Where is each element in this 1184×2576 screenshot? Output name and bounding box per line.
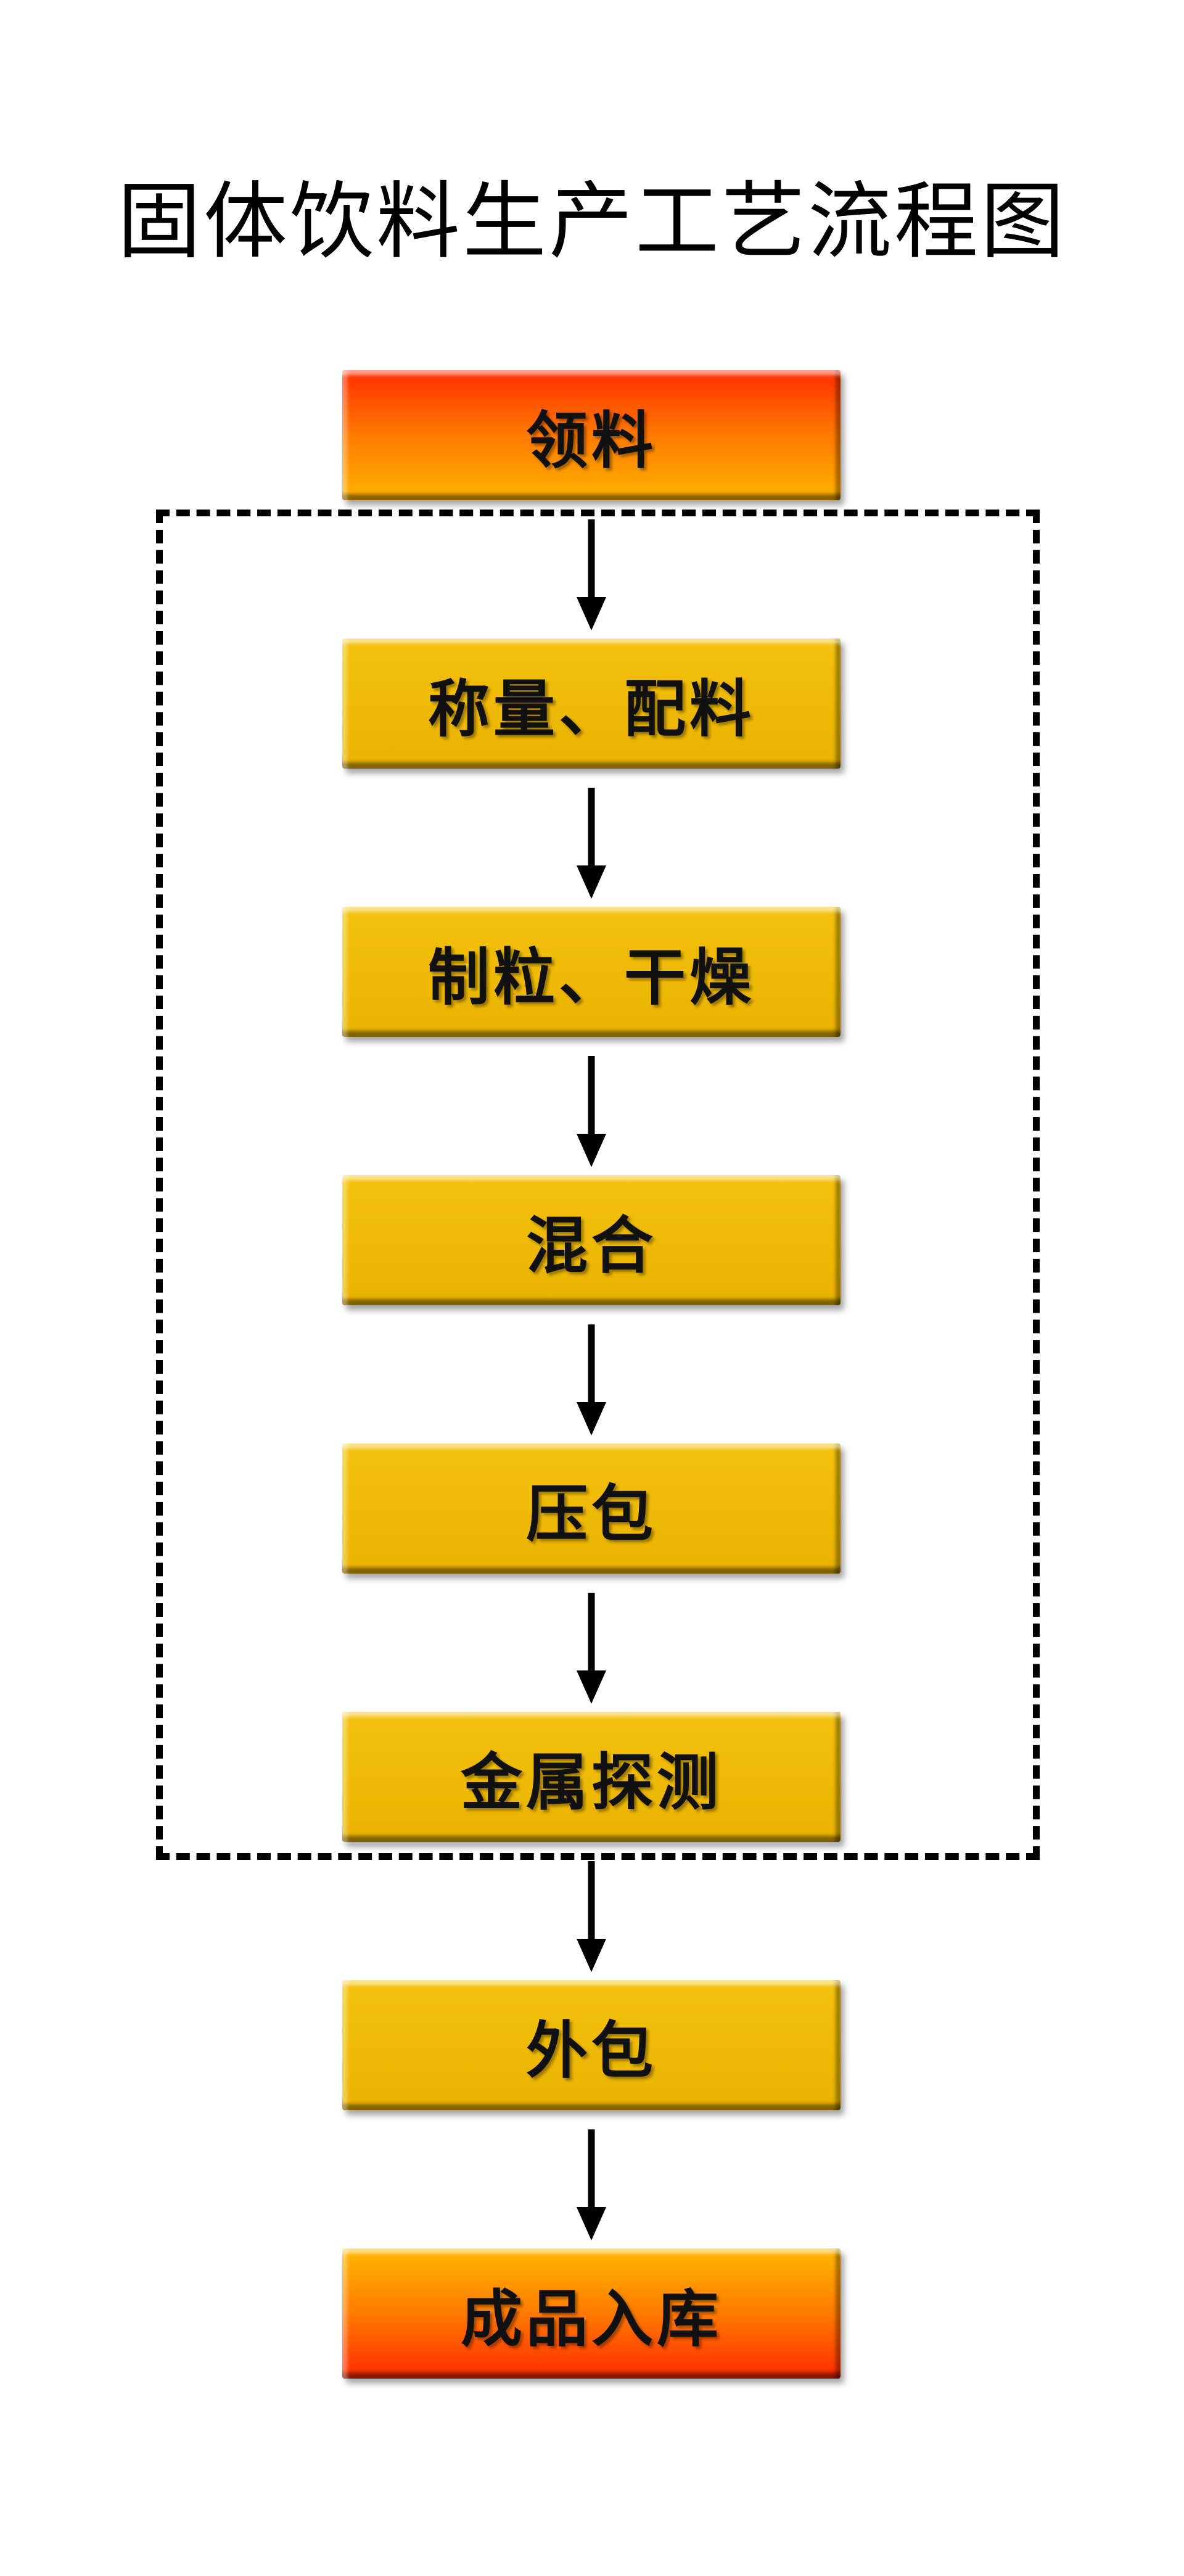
step-pressing-packing: 压包 xyxy=(342,1443,841,1574)
flow-arrow xyxy=(573,519,610,630)
flow-arrow xyxy=(573,1861,610,1972)
process-group-boundary xyxy=(156,510,1040,1860)
step-weighing-batching: 称量、配料 xyxy=(342,638,841,769)
step-mixing: 混合 xyxy=(342,1175,841,1305)
step-finished-goods-storage: 成品入库 xyxy=(342,2248,841,2379)
flow-arrow xyxy=(573,1056,610,1167)
flow-arrow xyxy=(573,2129,610,2240)
diagram-title: 固体饮料生产工艺流程图 xyxy=(117,173,1067,271)
flow-arrow xyxy=(573,788,610,899)
step-outer-packaging: 外包 xyxy=(342,1980,841,2110)
step-material-requisition: 领料 xyxy=(342,370,841,500)
flow-arrow xyxy=(573,1593,610,1704)
flow-arrow xyxy=(573,1324,610,1435)
step-metal-detection: 金属探测 xyxy=(342,1712,841,1842)
step-granulation-drying: 制粒、干燥 xyxy=(342,907,841,1037)
